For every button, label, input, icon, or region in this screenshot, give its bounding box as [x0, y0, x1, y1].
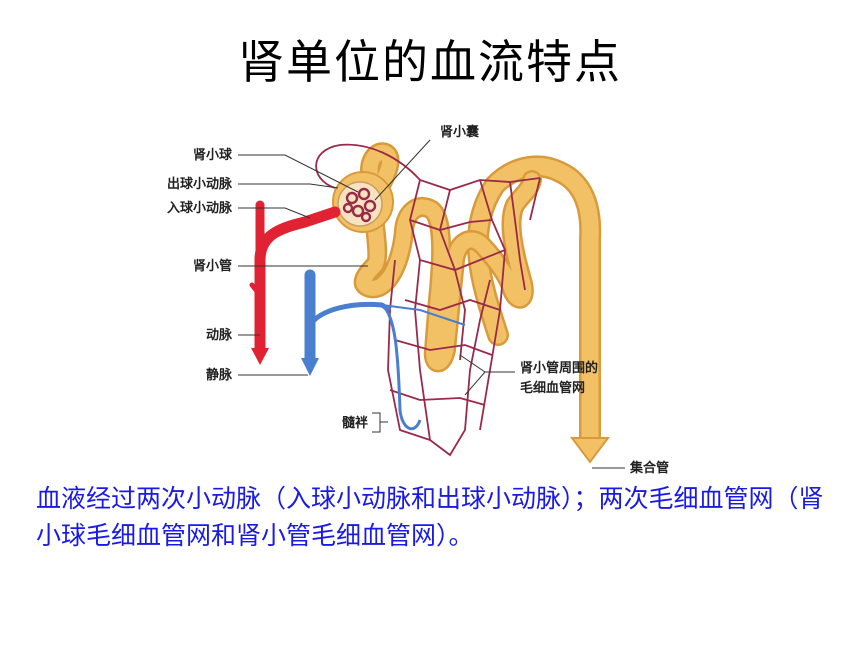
label-vein: 静脉 — [206, 367, 233, 383]
nephron-diagram: 肾小球 肾小囊 出球小动脉 入球小动脉 肾小管 动脉 静脉 肾小管周围的 毛细血… — [167, 124, 669, 476]
label-efferent-arteriole: 出球小动脉 — [167, 176, 233, 192]
label-glomerulus: 肾小球 — [193, 147, 233, 163]
vein — [301, 269, 466, 431]
label-artery: 动脉 — [206, 327, 233, 343]
leader-lines — [238, 139, 625, 469]
label-collecting-duct: 集合管 — [629, 460, 669, 476]
label-afferent-arteriole: 入球小动脉 — [167, 200, 233, 216]
label-vasa-recta: 髓袢 — [342, 415, 368, 431]
collecting-duct — [466, 155, 610, 464]
slide-title: 肾单位的血流特点 — [238, 35, 622, 89]
renal-corpuscle — [332, 171, 394, 233]
label-peritubular-line1: 肾小管周围的 — [520, 360, 598, 376]
glomerulus-capillaries — [342, 187, 377, 223]
artery — [249, 200, 341, 365]
label-peritubular-line2: 毛细血管网 — [520, 380, 585, 396]
peritubular-capillaries — [315, 143, 541, 457]
summary-caption: 血液经过两次小动脉（入球小动脉和出球小动脉）；两次毛细血管网（肾小球毛细血管网和… — [36, 484, 824, 550]
label-bowmans-capsule: 肾小囊 — [440, 124, 480, 140]
label-renal-tubule: 肾小管 — [193, 258, 232, 274]
